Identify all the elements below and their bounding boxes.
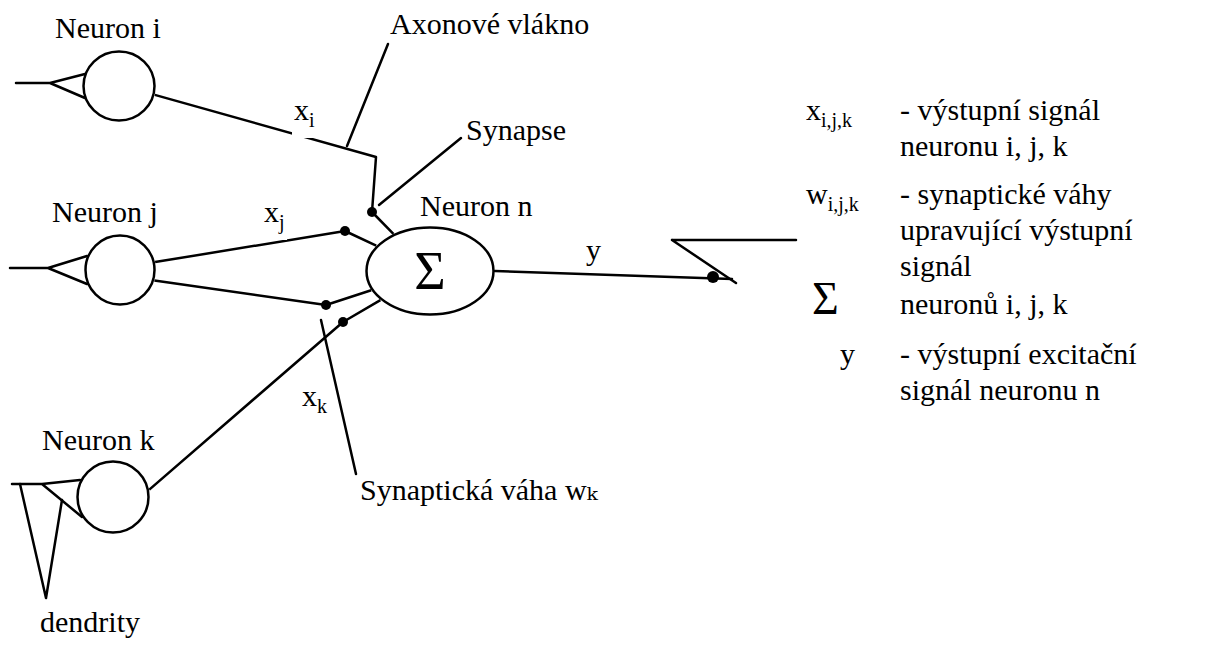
neuron-cell: Neuron k <box>76 460 150 534</box>
neuron-cell: Neuron nΣ <box>365 226 495 316</box>
synapse-dot <box>321 300 331 310</box>
dendrite-stub <box>16 74 85 98</box>
output-synapse <box>672 240 796 283</box>
synapse-dot <box>340 226 350 236</box>
legend-text: - výstupní excitační signál neuronu n <box>900 336 1170 408</box>
neuron-cell: Neuron i <box>82 50 156 122</box>
dendrite-lines <box>20 484 62 598</box>
part-label: Synapse <box>466 112 566 148</box>
neuron-name: Neuron j <box>52 194 158 230</box>
legend-text: xi,j,k <box>806 92 852 138</box>
legend-text: Σ <box>812 272 839 326</box>
part-label: Axonové vlákno <box>390 6 589 42</box>
cell-outline <box>82 50 156 122</box>
legend-text: wi,j,k <box>806 176 859 222</box>
cell-body <box>86 236 155 305</box>
cell-outline <box>76 460 150 534</box>
part-label: Synaptická váha wₖ <box>360 472 598 508</box>
part-label: dendrity <box>40 604 140 640</box>
neuron-cell: Neuron j <box>84 234 156 306</box>
axon-connector <box>154 281 371 305</box>
signal-label: xi <box>292 92 317 138</box>
legend-text: - výstupní signál neuronu i, j, k <box>900 92 1170 164</box>
synapse-dot <box>367 207 377 217</box>
synapse-dot <box>338 317 348 327</box>
legend-text: neuronů i, j, k <box>900 286 1067 322</box>
cell-outline <box>84 234 156 306</box>
neuron-name: Neuron k <box>42 422 154 458</box>
dendrite-stub <box>10 256 87 284</box>
synapse-dot <box>707 271 719 283</box>
cell-body <box>78 462 149 533</box>
legend-text: y <box>840 336 855 372</box>
neuron-name: Neuron i <box>55 10 161 46</box>
signal-label: xk <box>300 378 329 424</box>
part-label: y <box>586 232 601 268</box>
signal-label: xj <box>262 194 287 240</box>
legend-text: - synaptické váhy upravující výstupní si… <box>900 176 1170 284</box>
cell-body <box>84 52 155 121</box>
neuron-name: Neuron n <box>420 188 532 224</box>
output-axon <box>495 271 732 279</box>
leader-line <box>347 44 388 146</box>
sum-symbol: Σ <box>365 226 495 316</box>
axon-connector <box>149 300 380 490</box>
